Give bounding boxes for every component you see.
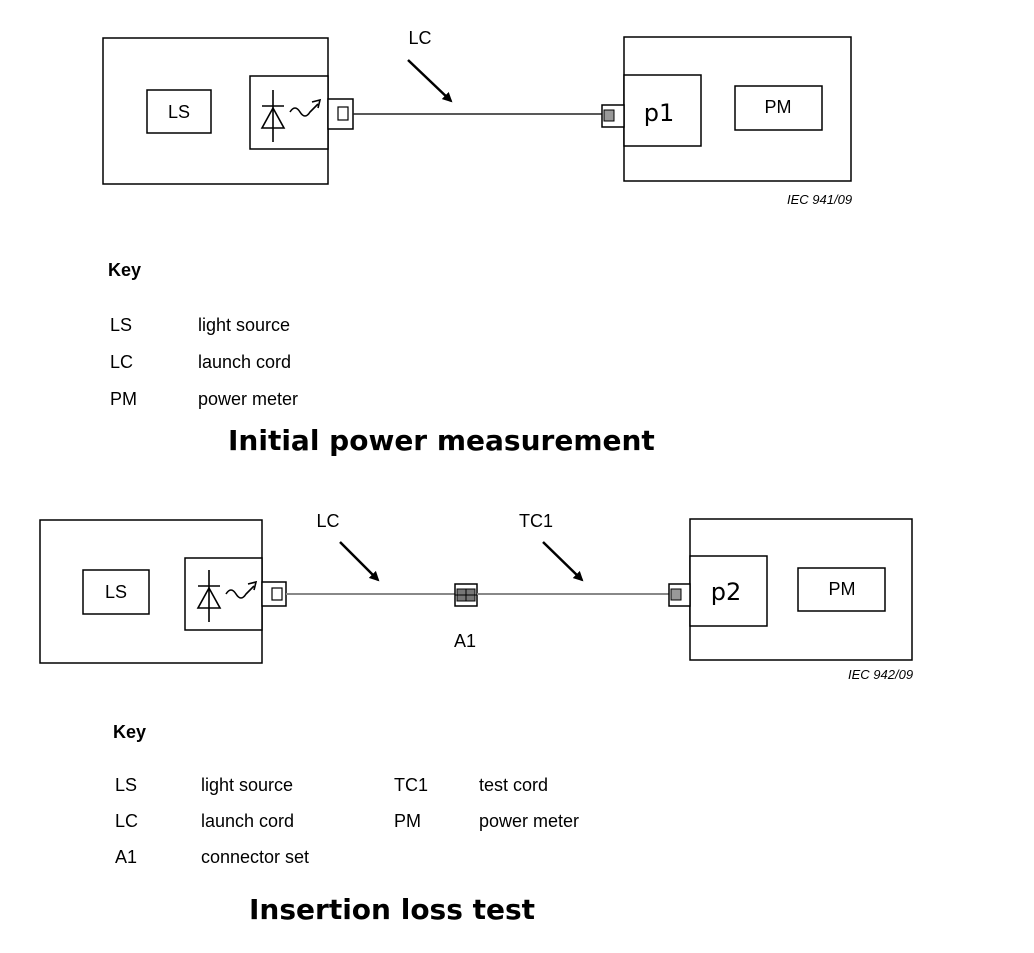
adapter-connector-set [454,583,478,607]
ls-box [146,89,212,134]
key-section: Key LS light source LC launch cord PM po… [108,260,298,409]
ls-label: LS [105,582,127,602]
diagram-initial-power: LS LC p1 PM [102,28,852,457]
lc-arrow-icon [339,541,380,582]
key-abbr: PM [110,389,137,409]
tc1-label: TC1 [519,511,553,531]
iec-reference: IEC 941/09 [787,192,852,207]
emitter-box [249,75,329,150]
light-source-unit: LS [39,519,287,664]
key-abbr: PM [394,811,421,831]
key-abbr: LS [115,775,137,795]
key-desc: test cord [479,775,548,795]
diagram-insertion-loss: LS LC A1 TC1 [39,511,913,926]
ls-connector [327,98,354,130]
light-source-unit: LS [102,37,354,185]
pm-connector [601,104,625,128]
key-abbr: LS [110,315,132,335]
caption: Initial power measurement [228,424,655,457]
caption: Insertion loss test [249,893,535,926]
key-desc: launch cord [201,811,294,831]
key-desc: power meter [198,389,298,409]
key-section: Key LS light source LC launch cord A1 co… [113,722,579,867]
key-title: Key [108,260,141,280]
key-abbr: LC [115,811,138,831]
key-desc: light source [201,775,293,795]
lc-arrow-icon [407,59,453,103]
port-label: p2 [711,578,742,606]
key-desc: power meter [479,811,579,831]
ls-box [82,569,150,615]
power-meter-unit: p2 PM [668,518,913,661]
power-meter-unit: p1 PM [601,36,852,182]
led-icon [196,570,258,622]
port-box [689,555,768,627]
pm-box [797,567,886,612]
lc-label: LC [316,511,339,531]
a1-label: A1 [454,631,476,651]
key-title: Key [113,722,146,742]
key-abbr: LC [110,352,133,372]
led-icon [260,90,322,142]
emitter-box [184,557,263,631]
pm-connector [668,583,691,607]
tc1-arrow-icon [542,541,584,582]
port-label: p1 [644,99,675,127]
key-desc: light source [198,315,290,335]
ls-label: LS [168,102,190,122]
port-box [623,74,702,147]
pm-box [734,85,823,131]
iec-reference: IEC 942/09 [848,667,913,682]
pm-label: PM [765,97,792,117]
key-desc: connector set [201,847,309,867]
key-abbr: TC1 [394,775,428,795]
key-abbr: A1 [115,847,137,867]
key-desc: launch cord [198,352,291,372]
lc-label: LC [408,28,431,48]
ls-connector [261,581,287,607]
pm-label: PM [829,579,856,599]
